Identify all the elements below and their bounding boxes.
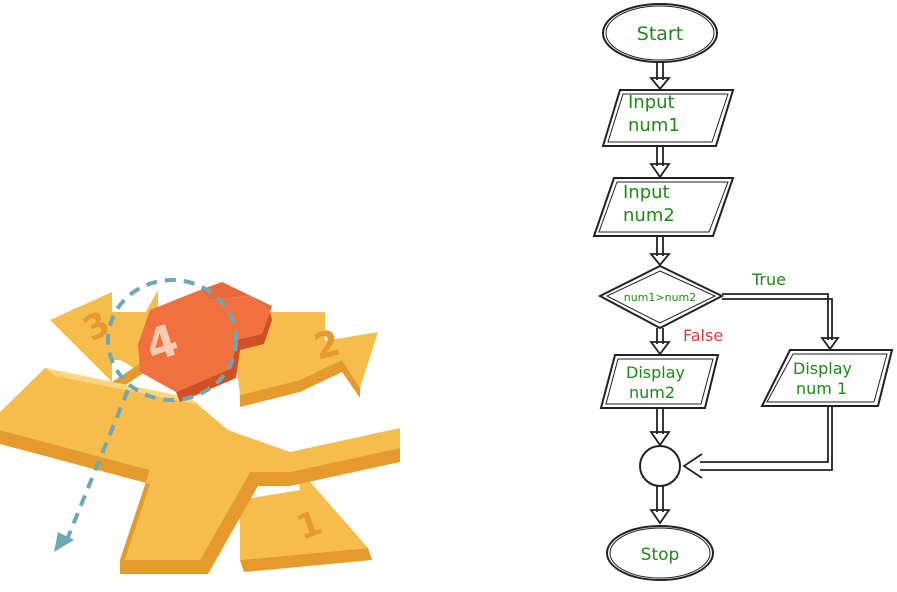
arrow-decision-false (649, 328, 671, 356)
start-label: Start (637, 23, 683, 45)
input-num1-line2: num1 (628, 115, 680, 136)
arrows-illustration: 3 2 1 4 (0, 278, 400, 574)
dashed-arrowhead (54, 532, 74, 552)
input-num1-box (601, 89, 735, 147)
display-num2-line2: num2 (629, 383, 675, 402)
arrow-input2-to-decision (649, 236, 671, 267)
display-num1-line2: num 1 (796, 379, 847, 398)
connector-circle (639, 445, 681, 487)
display-num1-box (760, 349, 894, 407)
dashed-trajectory (64, 278, 238, 543)
input-num1-line1: Input (628, 92, 675, 113)
decision-label: num1>num2 (624, 291, 697, 304)
input-num2-line1: Input (623, 182, 670, 203)
stop-terminal (606, 525, 714, 581)
display-num2-box (599, 354, 720, 409)
stop-label: Stop (641, 545, 680, 565)
arrow-display2-to-connector (649, 408, 671, 447)
arrow-display1-to-connector (682, 406, 833, 479)
arrow-input1-to-input2 (649, 146, 671, 179)
input-num2-box (592, 177, 735, 237)
input-num2-line2: num2 (623, 205, 675, 226)
true-label: True (751, 270, 786, 289)
flowchart: Start Input num1 Input num2 num1>num2 Tr… (592, 3, 894, 581)
arrow-2: 2 (235, 318, 378, 407)
start-terminal (602, 3, 718, 63)
display-num2-line1: Display (626, 363, 685, 382)
dashed-circle (106, 278, 238, 402)
arrow-1: 1 (240, 468, 372, 572)
arrow-4: 4 (138, 282, 272, 402)
display-num1-line1: Display (793, 359, 852, 378)
arrow-decision-true (722, 293, 840, 351)
false-label: False (683, 326, 723, 345)
dashed-line (64, 389, 130, 543)
arrow-start-to-input1 (649, 62, 671, 91)
arrow-connector-to-stop (649, 486, 671, 525)
arrow-main-plank (0, 368, 400, 574)
decision-diamond (597, 264, 725, 330)
